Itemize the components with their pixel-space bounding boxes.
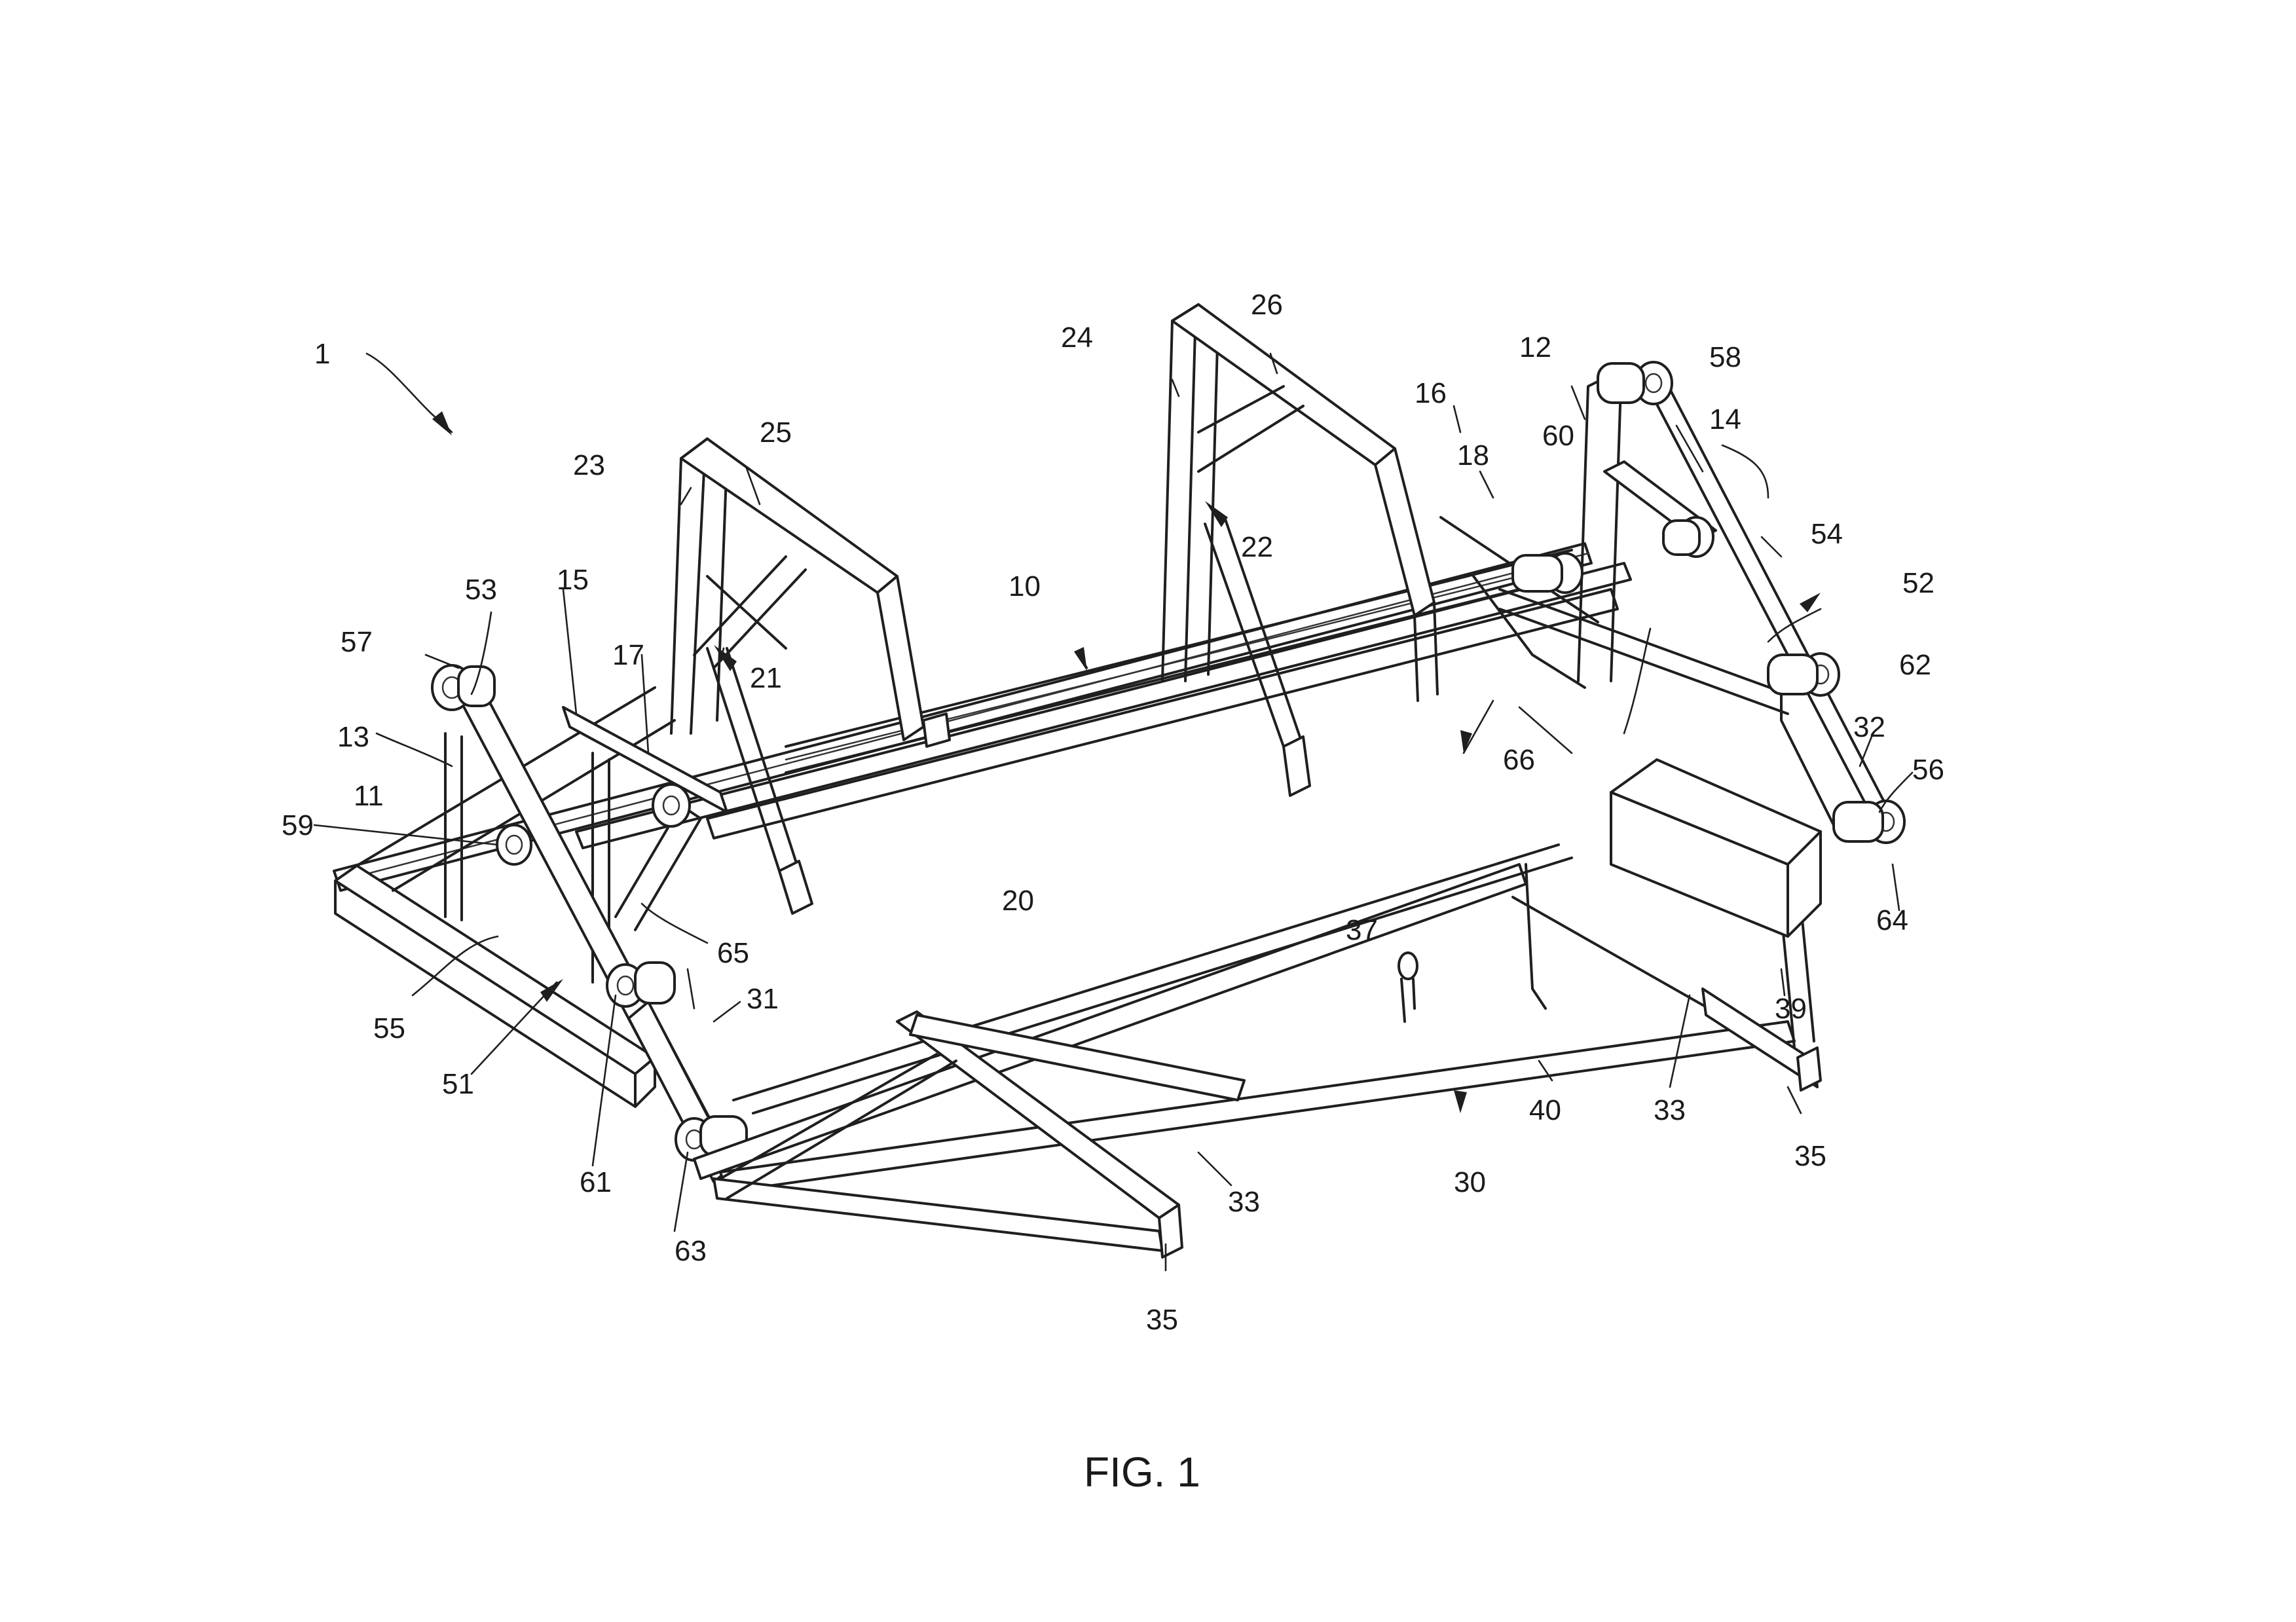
label-37: 37 — [1346, 914, 1378, 946]
label-65: 65 — [717, 937, 749, 969]
label-17: 17 — [612, 639, 644, 671]
label-18: 18 — [1457, 439, 1489, 471]
label-25: 25 — [760, 416, 792, 449]
label-12: 12 — [1519, 331, 1551, 363]
label-30: 30 — [1454, 1166, 1486, 1198]
label-52: 52 — [1902, 567, 1935, 599]
label-62: 62 — [1899, 649, 1931, 681]
label-31: 31 — [747, 983, 779, 1015]
label-54: 54 — [1811, 518, 1843, 550]
label-24: 24 — [1061, 322, 1093, 354]
label-64: 64 — [1876, 904, 1908, 936]
frame-drawing — [333, 303, 1906, 1259]
label-53: 53 — [465, 574, 497, 606]
label-56: 56 — [1912, 754, 1944, 786]
figure-caption: FIG. 1 — [1084, 1448, 1200, 1496]
label-10: 10 — [1009, 570, 1041, 602]
arrowheads — [432, 411, 1821, 1113]
label-63: 63 — [675, 1235, 707, 1267]
vertical-frame-24 — [1161, 303, 1439, 797]
pivot-bushings — [431, 361, 1906, 1162]
label-13: 13 — [337, 721, 369, 753]
label-33b: 33 — [1228, 1186, 1260, 1218]
label-39: 39 — [1775, 993, 1807, 1025]
label-57: 57 — [341, 626, 373, 658]
label-32: 32 — [1853, 711, 1885, 743]
left-end-frame — [334, 686, 728, 1108]
label-26: 26 — [1251, 289, 1283, 321]
label-20: 20 — [1002, 885, 1034, 917]
label-15: 15 — [557, 564, 589, 596]
label-35a: 35 — [1794, 1140, 1826, 1172]
label-51: 51 — [442, 1068, 474, 1100]
reference-numerals: 1 10 11 12 13 14 15 16 17 18 20 21 22 23… — [282, 289, 1944, 1336]
label-11: 11 — [354, 780, 384, 812]
label-35b: 35 — [1146, 1304, 1178, 1336]
lower-frame — [693, 837, 1822, 1259]
label-23: 23 — [573, 449, 605, 481]
label-59: 59 — [282, 809, 314, 841]
hook-37 — [1398, 951, 1418, 1023]
label-21: 21 — [750, 662, 782, 694]
upper-frame-rails — [333, 542, 1632, 892]
vertical-frame-23 — [670, 437, 951, 915]
label-14: 14 — [1709, 403, 1741, 435]
label-22: 22 — [1241, 531, 1273, 563]
label-60: 60 — [1542, 420, 1574, 452]
label-61: 61 — [580, 1166, 612, 1198]
box-39 — [1610, 758, 1822, 938]
label-33a: 33 — [1654, 1094, 1686, 1126]
label-16: 16 — [1415, 377, 1447, 409]
label-1: 1 — [314, 338, 330, 370]
label-66: 66 — [1503, 744, 1535, 776]
leader-lines — [313, 352, 1914, 1272]
label-58: 58 — [1709, 341, 1741, 373]
label-55: 55 — [373, 1012, 405, 1044]
label-40: 40 — [1529, 1094, 1561, 1126]
